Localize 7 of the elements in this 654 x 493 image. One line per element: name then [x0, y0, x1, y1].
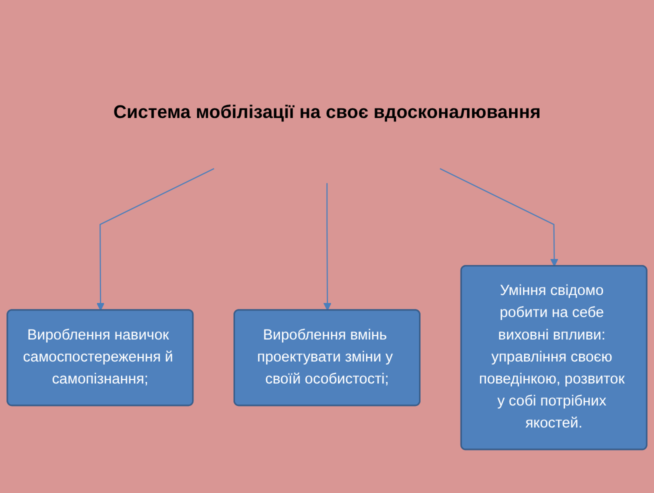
- title-text: Система мобілізації на своє вдосконалювання: [113, 102, 541, 122]
- arrow: [440, 168, 558, 267]
- rounded-box: Уміння свідомо робити на себе виховні впливи: управління своєю поведінкою, розвиток у собі потрібних якостей.: [460, 265, 648, 450]
- rounded-box: Вироблення навичок самоспостереження й самопізнання;: [6, 309, 194, 406]
- arrow: [323, 183, 332, 311]
- arrow: [96, 168, 214, 311]
- rounded-box: Вироблення вмінь проектувати зміни у своїй особистості;: [234, 309, 420, 406]
